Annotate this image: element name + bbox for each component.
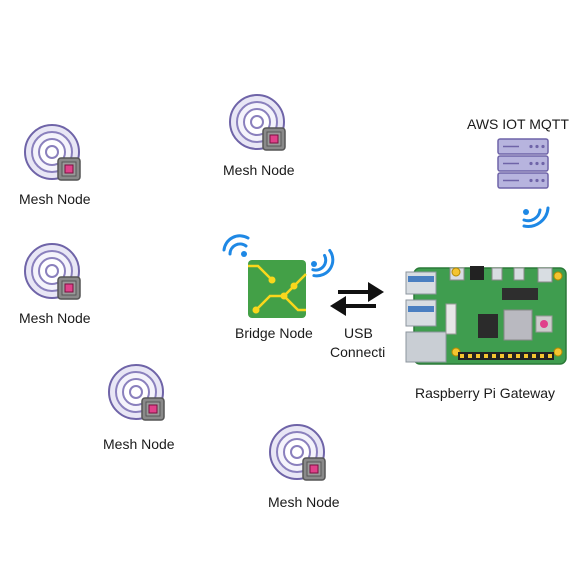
mesh-node-icon bbox=[24, 124, 81, 181]
mesh-node-icon bbox=[269, 424, 326, 481]
aws-label: AWS IOT MQTT bbox=[467, 116, 569, 132]
bridge-node-label: Bridge Node bbox=[235, 325, 313, 341]
mesh-node-icon bbox=[229, 94, 286, 151]
usb-label-line2: Connecti bbox=[330, 344, 386, 360]
server-icon bbox=[497, 138, 549, 189]
usb-label: USB bbox=[344, 325, 373, 341]
mesh-node-icon bbox=[108, 364, 165, 421]
gateway-label: Raspberry Pi Gateway bbox=[415, 385, 556, 401]
wifi-icon bbox=[311, 248, 335, 278]
bidirectional-arrows-icon bbox=[330, 282, 384, 316]
mesh-node-label: Mesh Node bbox=[268, 494, 340, 510]
circuit-board-icon bbox=[248, 260, 307, 318]
mesh-node-icon bbox=[24, 243, 81, 300]
wifi-icon bbox=[222, 234, 250, 259]
mesh-node-label: Mesh Node bbox=[223, 162, 295, 178]
wifi-icon bbox=[522, 206, 550, 228]
raspberry-pi-icon bbox=[405, 266, 567, 365]
mesh-node-label: Mesh Node bbox=[103, 436, 175, 452]
mesh-node-label: Mesh Node bbox=[19, 310, 91, 326]
mesh-node-label: Mesh Node bbox=[19, 191, 91, 207]
